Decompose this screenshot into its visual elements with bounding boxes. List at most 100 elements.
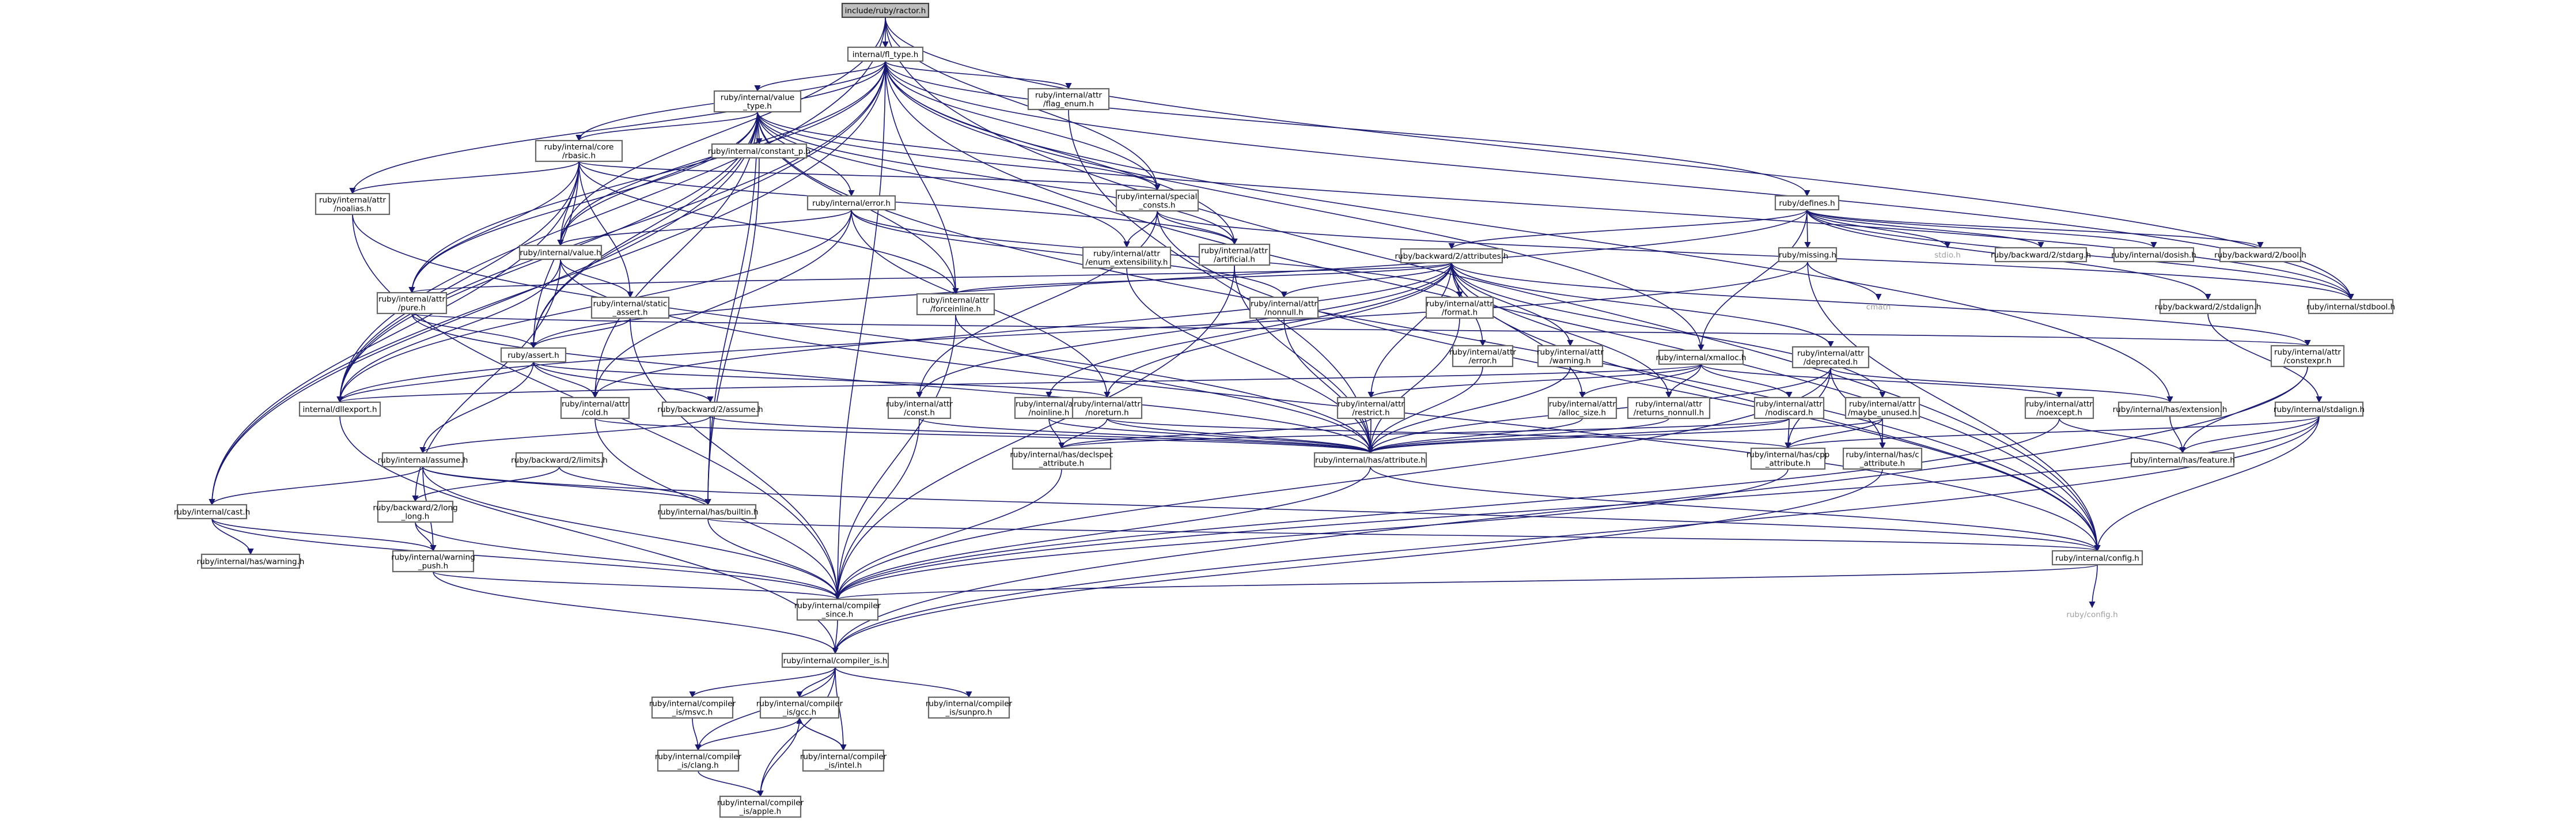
node-deprecated[interactable]: ruby/internal/attr/deprecated.h bbox=[1791, 346, 1870, 369]
node-flagenum[interactable]: ruby/internal/attr/flag_enum.h bbox=[1027, 88, 1110, 111]
node-cold[interactable]: ruby/internal/attr/cold.h bbox=[560, 396, 630, 419]
node-cast[interactable]: ruby/internal/cast.h bbox=[174, 504, 250, 520]
node-iassume[interactable]: ruby/internal/assume.h bbox=[378, 452, 468, 468]
node-stdbool[interactable]: ruby/internal/stdbool.h bbox=[2306, 298, 2395, 315]
node-dllexport[interactable]: internal/dllexport.h bbox=[298, 401, 381, 417]
node-compiler_is[interactable]: ruby/internal/compiler_is.h bbox=[781, 652, 889, 668]
node-value[interactable]: ruby/internal/value.h bbox=[518, 244, 603, 260]
node-box bbox=[1537, 345, 1604, 368]
node-apple[interactable]: ruby/internal/compiler_is/apple.h bbox=[717, 795, 804, 818]
edge-format-to-hasattr bbox=[1367, 317, 1460, 454]
node-box bbox=[927, 696, 1010, 719]
node-config[interactable]: ruby/internal/config.h bbox=[2051, 550, 2143, 566]
node-label: _is/gcc.h bbox=[782, 708, 816, 717]
node-noexcept[interactable]: ruby/internal/attr/noexcept.h bbox=[2024, 396, 2094, 419]
node-stdalign[interactable]: ruby/internal/stdalign.h bbox=[2274, 401, 2365, 417]
node-assert[interactable]: ruby/assert.h bbox=[500, 347, 567, 363]
node-label: _is/intel.h bbox=[824, 761, 862, 770]
node-box bbox=[2117, 401, 2222, 417]
node-format[interactable]: ruby/internal/attr/format.h bbox=[1425, 296, 1494, 319]
node-box bbox=[500, 347, 567, 363]
node-dosish[interactable]: ruby/internal/dosish.h bbox=[2111, 247, 2196, 263]
node-artificial[interactable]: ruby/internal/attr/artificial.h bbox=[1198, 243, 1271, 266]
node-enumext[interactable]: ruby/internal/attr/enum_extensibility.h bbox=[1082, 246, 1172, 269]
node-aerror[interactable]: ruby/internal/attr/error.h bbox=[1449, 345, 1516, 368]
edge-bw_assume-to-builtin bbox=[704, 415, 711, 506]
node-constexpr[interactable]: ruby/internal/attr/constexpr.h bbox=[2270, 345, 2345, 368]
edge-noreturn-to-cppattr bbox=[1107, 418, 1791, 449]
node-feature[interactable]: ruby/internal/has/feature.h bbox=[2130, 452, 2235, 468]
node-label: /rbasic.h bbox=[562, 152, 596, 161]
node-label: ruby/internal/cast.h bbox=[174, 508, 250, 517]
node-bw_attrs[interactable]: ruby/backward/2/attributes.h bbox=[1395, 248, 1509, 264]
node-cppattr[interactable]: ruby/internal/has/cpp_attribute.h bbox=[1747, 447, 1830, 470]
node-allocsize[interactable]: ruby/internal/attr/alloc_size.h bbox=[1547, 396, 1617, 419]
node-static_assert[interactable]: ruby/internal/static_assert.h bbox=[590, 296, 670, 319]
node-msvc[interactable]: ruby/internal/compiler_is/msvc.h bbox=[649, 696, 736, 719]
edge-valtype-to-core bbox=[575, 111, 758, 142]
node-bw_assume[interactable]: ruby/backward/2/assume.h bbox=[657, 401, 763, 417]
edge-config-to-since bbox=[835, 564, 2098, 600]
node-root[interactable]: include/ruby/ractor.h bbox=[841, 2, 930, 18]
node-nonnull[interactable]: ruby/internal/attr/nonnull.h bbox=[1249, 296, 1319, 319]
node-bw_limits[interactable]: ruby/backward/2/limits.h bbox=[511, 452, 608, 468]
node-cattr[interactable]: ruby/internal/has/c_attribute.h bbox=[1842, 447, 1923, 470]
node-forceinline[interactable]: ruby/internal/attr/forceinline.h bbox=[916, 293, 995, 316]
node-restrict[interactable]: ruby/internal/attr/restrict.h bbox=[1336, 396, 1406, 419]
node-label: ruby/internal/attr bbox=[319, 196, 386, 205]
node-bw_bool[interactable]: ruby/backward/2/bool.h bbox=[2214, 247, 2306, 263]
node-label: ruby/internal/compiler bbox=[800, 753, 887, 762]
node-noalias[interactable]: ruby/internal/attr/noalias.h bbox=[315, 192, 391, 215]
node-intel[interactable]: ruby/internal/compiler_is/intel.h bbox=[800, 749, 887, 772]
node-aconst[interactable]: ruby/internal/attr/const.h bbox=[886, 396, 953, 419]
edge-compiler_is-to-apple bbox=[757, 667, 836, 797]
node-since[interactable]: ruby/internal/compiler_since.h bbox=[794, 598, 881, 621]
node-missing[interactable]: ruby/missing.h bbox=[1778, 247, 1838, 263]
node-special[interactable]: ruby/internal/special_consts.h bbox=[1115, 189, 1199, 212]
node-wpush[interactable]: ruby/internal/warning_push.h bbox=[391, 550, 475, 573]
node-error[interactable]: ruby/internal/error.h bbox=[806, 195, 896, 211]
edge-root-to-dllexport bbox=[336, 17, 886, 403]
node-box bbox=[802, 749, 885, 772]
node-label: /pure.h bbox=[398, 304, 426, 313]
node-box bbox=[1753, 396, 1825, 419]
node-ftype[interactable]: internal/fl_type.h bbox=[847, 46, 924, 62]
node-haswarning[interactable]: ruby/internal/has/warning.h bbox=[197, 553, 305, 569]
node-cmath[interactable]: cmath bbox=[1866, 303, 1891, 312]
node-valtype[interactable]: ruby/internal/value_type.h bbox=[713, 90, 802, 113]
node-declspec[interactable]: ruby/internal/has/declspec_attribute.h bbox=[1010, 447, 1113, 470]
node-noinline[interactable]: ruby/internal/attr/noinline.h bbox=[1014, 396, 1084, 419]
node-defines[interactable]: ruby/defines.h bbox=[1774, 195, 1840, 211]
node-bw_stdarg[interactable]: ruby/backward/2/stdarg.h bbox=[1991, 247, 2091, 263]
node-gcc[interactable]: ruby/internal/compiler_is/gcc.h bbox=[756, 696, 843, 719]
node-label: ruby/internal/has/declspec bbox=[1010, 451, 1113, 460]
node-nodiscard[interactable]: ruby/internal/attr/nodiscard.h bbox=[1753, 396, 1825, 419]
node-label: ruby/internal/dosish.h bbox=[2111, 251, 2196, 260]
edge-allocsize-to-hasattr bbox=[1367, 418, 1583, 454]
node-label: /maybe_unused.h bbox=[1848, 409, 1917, 418]
node-bw_stdalign[interactable]: ruby/backward/2/stdalign.h bbox=[2155, 298, 2261, 315]
node-awarning[interactable]: ruby/internal/attr/warning.h bbox=[1537, 345, 1604, 368]
node-box bbox=[1249, 296, 1319, 319]
node-retnonnull[interactable]: ruby/internal/attr/returns_nonnull.h bbox=[1627, 396, 1711, 419]
edge-xmalloc-to-nodiscard bbox=[1700, 364, 1793, 399]
node-maybeunused[interactable]: ruby/internal/attr/maybe_unused.h bbox=[1844, 396, 1920, 419]
node-stdio[interactable]: stdio.h bbox=[1934, 251, 1961, 260]
node-constantp[interactable]: ruby/internal/constant_p.h bbox=[708, 143, 810, 159]
edge-iassume-to-since bbox=[422, 466, 841, 600]
node-noreturn[interactable]: ruby/internal/attr/noreturn.h bbox=[1071, 396, 1143, 419]
edge-defines-to-stdio bbox=[1806, 209, 1951, 249]
node-core[interactable]: ruby/internal/core/rbasic.h bbox=[535, 139, 623, 162]
node-xmalloc[interactable]: ruby/internal/xmalloc.h bbox=[1656, 349, 1747, 365]
node-rconfig[interactable]: ruby/config.h bbox=[2066, 610, 2117, 619]
edge-valtype-to-artificial bbox=[757, 111, 1238, 245]
node-sunpro[interactable]: ruby/internal/compiler_is/sunpro.h bbox=[926, 696, 1013, 719]
node-label: include/ruby/ractor.h bbox=[845, 6, 926, 16]
node-pure[interactable]: ruby/internal/attr/pure.h bbox=[376, 292, 448, 315]
node-label: /noinline.h bbox=[1029, 409, 1070, 418]
node-clang[interactable]: ruby/internal/compiler_is/clang.h bbox=[655, 749, 742, 772]
node-bw_long[interactable]: ruby/backward/2/long_long.h bbox=[373, 500, 458, 523]
node-hasattr[interactable]: ruby/internal/has/attribute.h bbox=[1313, 452, 1427, 468]
node-extension[interactable]: ruby/internal/has/extension.h bbox=[2113, 401, 2228, 417]
node-builtin[interactable]: ruby/internal/has/builtin.h bbox=[657, 504, 759, 520]
